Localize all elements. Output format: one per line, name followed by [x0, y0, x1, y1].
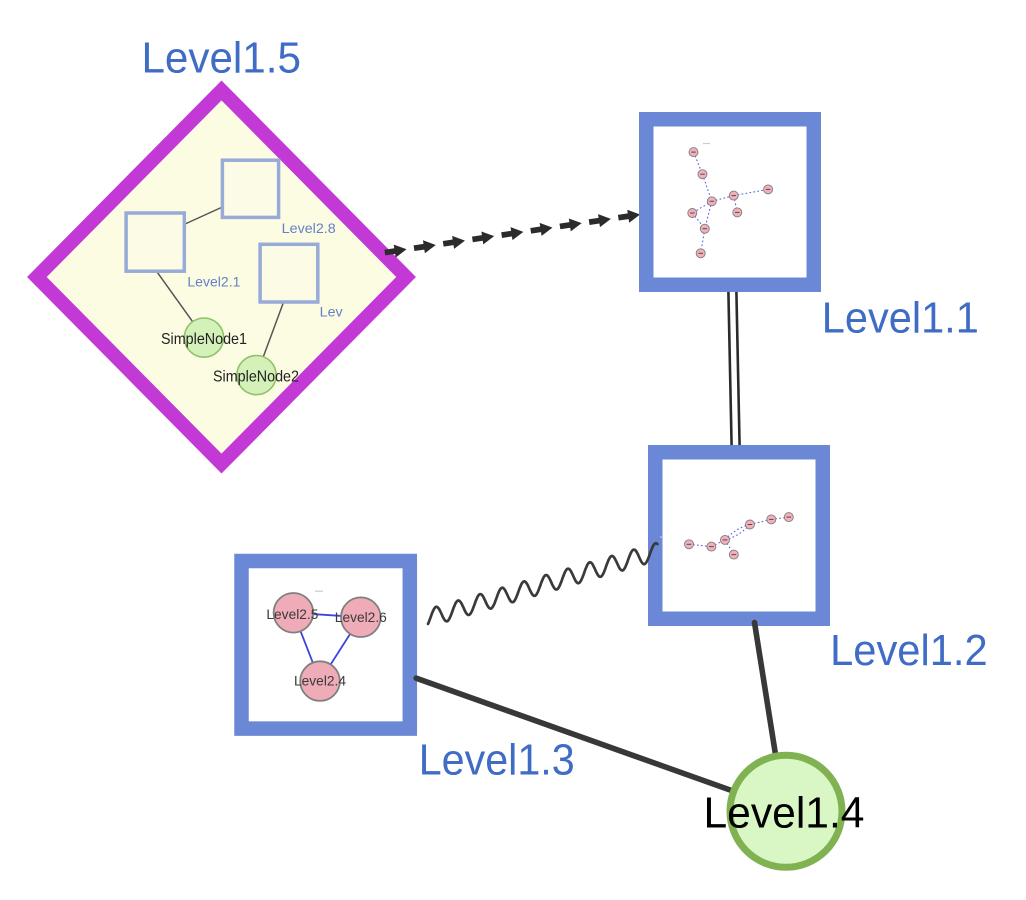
svg-text:Level1.1: Level1.1	[822, 294, 979, 343]
svg-text:SimpleNode2: SimpleNode2	[213, 369, 299, 386]
svg-text:Level2.4: Level2.4	[294, 674, 346, 689]
svg-text:Level1.3: Level1.3	[419, 736, 575, 785]
svg-text:Level2.1: Level2.1	[187, 275, 240, 290]
svg-text:Level2.8: Level2.8	[282, 221, 336, 236]
svg-text:Level1.5: Level1.5	[141, 34, 301, 83]
svg-text:Level1.2: Level1.2	[830, 626, 988, 675]
svg-text:SimpleNode1: SimpleNode1	[161, 331, 247, 348]
svg-text:Level1.4: Level1.4	[704, 788, 865, 837]
svg-text:Level2.6: Level2.6	[335, 610, 387, 625]
svg-text:Lev: Lev	[320, 305, 343, 320]
svg-text:Level2.5: Level2.5	[266, 607, 318, 622]
